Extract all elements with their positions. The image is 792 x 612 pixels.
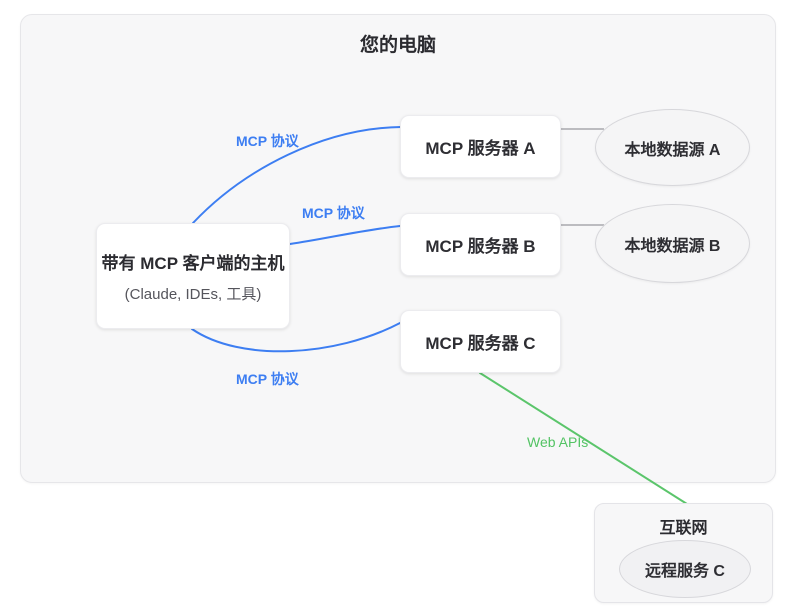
internet-container: 互联网 远程服务 C	[594, 503, 773, 603]
host-subtitle: (Claude, IDEs, 工具)	[124, 285, 262, 303]
datasource-b-node: 本地数据源 B	[595, 204, 750, 283]
server-a-node: MCP 服务器 A	[400, 115, 561, 178]
datasource-b-label: 本地数据源 B	[624, 237, 721, 255]
datasource-a-label: 本地数据源 A	[624, 141, 721, 159]
internet-title: 互联网	[659, 520, 708, 537]
edge-host-server-b	[289, 225, 401, 245]
host-node: 带有 MCP 客户端的主机 (Claude, IDEs, 工具)	[96, 223, 290, 329]
server-c-label: MCP 服务器 C	[425, 334, 536, 353]
host-title: 带有 MCP 客户端的主机	[101, 253, 285, 273]
edge-label-mcp-protocol-a: MCP 协议	[236, 133, 299, 149]
server-c-node: MCP 服务器 C	[400, 310, 561, 373]
computer-container-title: 您的电脑	[359, 35, 436, 56]
edge-host-server-a	[192, 126, 402, 224]
datasource-a-node: 本地数据源 A	[595, 109, 750, 186]
server-a-label: MCP 服务器 A	[425, 139, 536, 158]
edge-label-mcp-protocol-b: MCP 协议	[302, 205, 365, 221]
edge-label-web-apis: Web APIs	[527, 434, 589, 450]
remote-service-c-node: 远程服务 C	[619, 540, 751, 598]
server-b-label: MCP 服务器 B	[425, 237, 536, 256]
edge-host-server-c	[191, 322, 401, 353]
edge-label-mcp-protocol-c: MCP 协议	[236, 371, 299, 387]
server-b-node: MCP 服务器 B	[400, 213, 561, 276]
remote-service-c-label: 远程服务 C	[644, 563, 725, 580]
edge-server-c-internet	[479, 372, 688, 505]
